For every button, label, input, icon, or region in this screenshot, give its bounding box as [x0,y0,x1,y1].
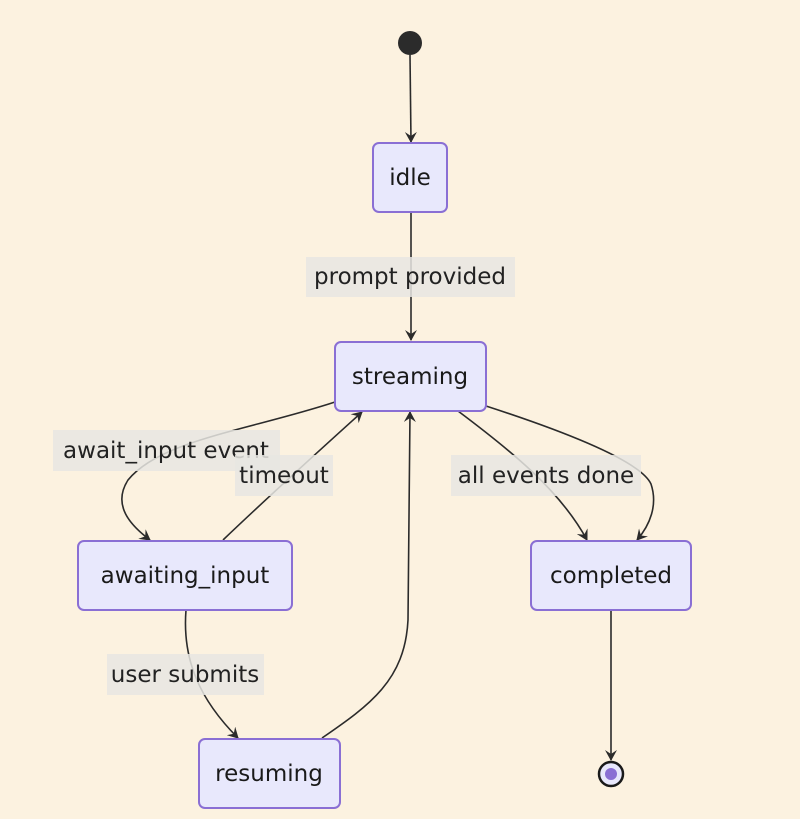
state-streaming[interactable]: streaming [334,341,487,412]
label-timeout: timeout [235,455,333,496]
start-state-icon [398,31,422,55]
edge-start-to-idle [404,54,417,143]
svg-text:idle: idle [389,165,431,191]
edge-resuming-to-streaming [321,411,416,739]
svg-text:streaming: streaming [352,364,468,390]
svg-text:awaiting_input: awaiting_input [101,563,270,589]
state-completed[interactable]: completed [530,540,692,611]
edge-streaming-to-completed-b [485,405,655,541]
svg-text:prompt provided: prompt provided [314,264,506,290]
label-all-events-done: all events done [451,455,641,496]
svg-text:timeout: timeout [239,463,329,489]
svg-text:await_input event: await_input event [63,438,269,464]
state-idle[interactable]: idle [372,142,448,213]
end-state-icon [597,760,625,788]
svg-text:all events done: all events done [458,463,634,489]
svg-text:user submits: user submits [111,662,259,688]
label-await-input-event: await_input event [53,430,280,471]
svg-text:resuming: resuming [215,761,323,787]
state-resuming[interactable]: resuming [198,738,341,809]
label-prompt-provided: prompt provided [306,257,515,297]
svg-text:completed: completed [550,563,672,589]
label-user-submits: user submits [107,654,264,695]
state-awaiting-input[interactable]: awaiting_input [77,540,293,611]
